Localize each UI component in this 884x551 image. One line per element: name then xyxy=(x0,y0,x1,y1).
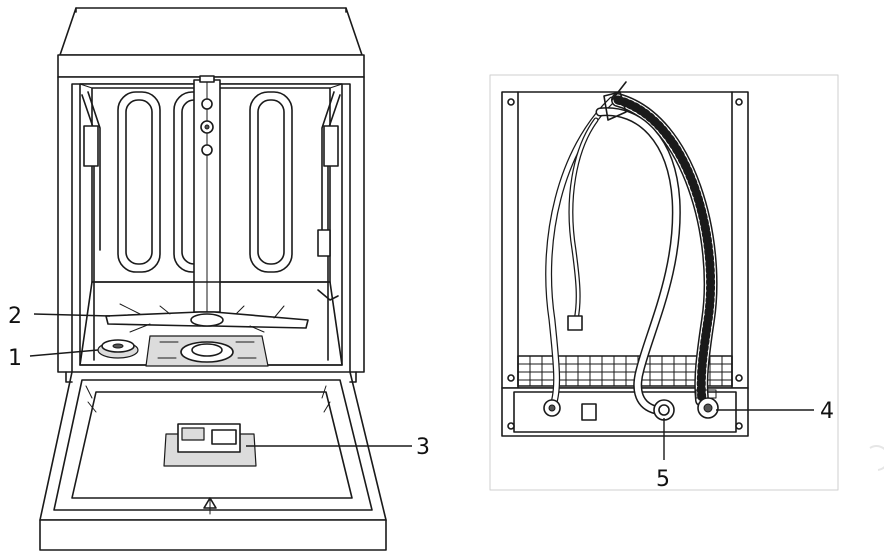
detergent-dispenser xyxy=(163,423,257,467)
hoses xyxy=(545,81,718,415)
side-rails xyxy=(81,91,341,361)
leader-lines xyxy=(29,313,814,460)
leader-1 xyxy=(29,349,99,357)
callout-1: 1 xyxy=(8,346,22,371)
salt-container-cap xyxy=(97,339,139,359)
dishwasher-rear-view xyxy=(489,74,839,491)
faint-rotate-icon xyxy=(869,445,884,471)
lower-spray-arm xyxy=(105,303,309,333)
callout-5: 5 xyxy=(656,467,670,492)
filter-sump xyxy=(145,335,269,367)
spray-arm-supply-pipe xyxy=(193,75,221,313)
callout-2: 2 xyxy=(8,304,22,329)
dishwasher-front-view xyxy=(39,7,387,551)
rear-fittings xyxy=(543,389,719,421)
callout-4: 4 xyxy=(820,399,834,424)
callout-3: 3 xyxy=(416,435,430,460)
leader-2 xyxy=(33,313,111,317)
